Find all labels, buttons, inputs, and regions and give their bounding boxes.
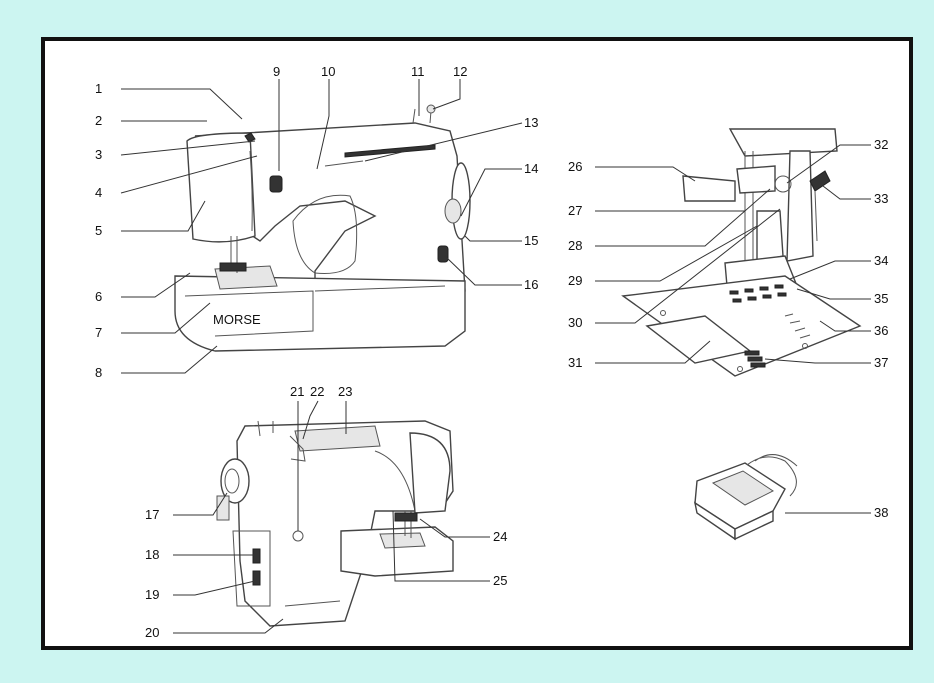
label-33: 33 <box>874 191 888 206</box>
part-number-labels: 1 2 3 4 5 6 7 8 9 10 11 12 13 14 15 16 1… <box>95 64 888 640</box>
label-34: 34 <box>874 253 888 268</box>
sewing-machine-parts-diagram: MORSE <box>95 64 888 640</box>
label-22: 22 <box>310 384 324 399</box>
label-11: 11 <box>411 64 425 79</box>
label-2: 2 <box>95 113 102 128</box>
label-29: 29 <box>568 273 582 288</box>
side-machine-illustration <box>216 420 454 627</box>
front-machine-illustration: MORSE <box>174 104 471 352</box>
label-28: 28 <box>568 238 582 253</box>
label-4: 4 <box>95 185 102 200</box>
label-19: 19 <box>145 587 159 602</box>
label-10: 10 <box>321 64 335 79</box>
label-1: 1 <box>95 81 102 96</box>
label-37: 37 <box>874 355 888 370</box>
label-17: 17 <box>145 507 159 522</box>
label-15: 15 <box>524 233 538 248</box>
label-13: 13 <box>524 115 538 130</box>
label-16: 16 <box>524 277 538 292</box>
label-32: 32 <box>874 137 888 152</box>
label-8: 8 <box>95 365 102 380</box>
label-12: 12 <box>453 64 467 79</box>
label-30: 30 <box>568 315 582 330</box>
front-brand-text: MORSE <box>213 312 261 327</box>
label-36: 36 <box>874 323 888 338</box>
label-24: 24 <box>493 529 507 544</box>
label-38: 38 <box>874 505 888 520</box>
label-20: 20 <box>145 625 159 640</box>
label-21: 21 <box>290 384 304 399</box>
label-23: 23 <box>338 384 352 399</box>
foot-controller-illustration <box>693 454 798 541</box>
label-7: 7 <box>95 325 102 340</box>
label-26: 26 <box>568 159 582 174</box>
presser-foot-detail-illustration <box>621 128 862 377</box>
label-14: 14 <box>524 161 538 176</box>
label-25: 25 <box>493 573 507 588</box>
label-5: 5 <box>95 223 102 238</box>
leader-lines <box>120 79 871 634</box>
diagram-panel: MORSE <box>41 37 913 650</box>
label-27: 27 <box>568 203 582 218</box>
label-3: 3 <box>95 147 102 162</box>
label-35: 35 <box>874 291 888 306</box>
label-31: 31 <box>568 355 582 370</box>
label-18: 18 <box>145 547 159 562</box>
label-9: 9 <box>273 64 280 79</box>
label-6: 6 <box>95 289 102 304</box>
